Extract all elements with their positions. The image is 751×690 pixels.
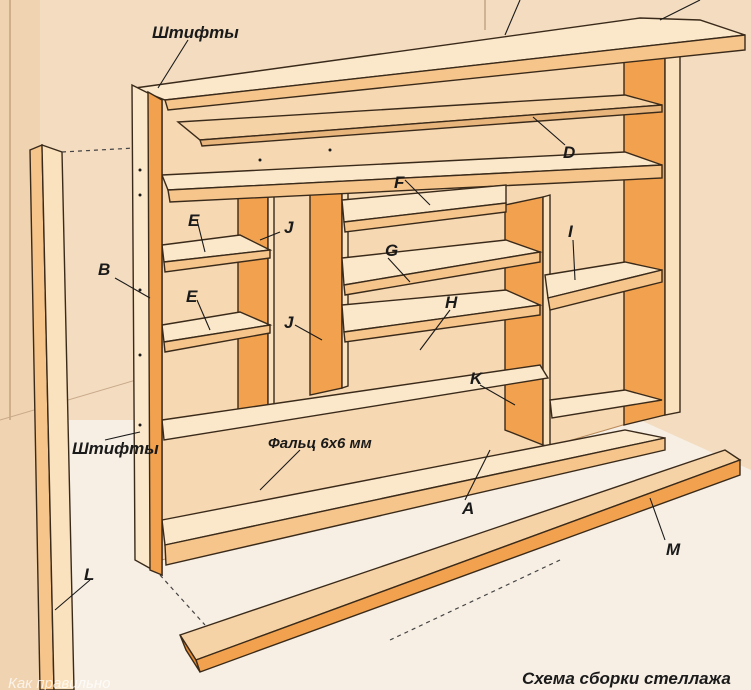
watermark: Как правильно	[8, 675, 111, 690]
diagram-caption: Схема сборки стеллажа	[522, 669, 731, 688]
plinth-board-M	[178, 449, 742, 673]
label-G: G	[385, 241, 398, 260]
label-K: K	[470, 369, 484, 388]
label-pins-side: Штифты	[72, 439, 159, 458]
pin-marks	[138, 148, 332, 427]
label-F: F	[394, 173, 405, 192]
label-B: B	[98, 260, 110, 279]
label-E-lower: E	[186, 287, 198, 306]
top-board	[132, 17, 746, 111]
placement-guides	[61, 147, 561, 641]
label-A: A	[461, 499, 474, 518]
right-upright	[623, 21, 681, 426]
label-E-upper: E	[188, 211, 200, 230]
label-I: I	[568, 222, 574, 241]
label-M: M	[666, 540, 681, 559]
label-rabbet: Фальц 6x6 мм	[268, 435, 372, 452]
shelves	[160, 94, 666, 566]
label-pins-top: Штифты	[152, 23, 239, 42]
label-J-lower: J	[284, 313, 294, 332]
labels: Штифты D F E J I G B E H J K Фальц 6x6 м…	[72, 23, 681, 584]
label-H: H	[445, 293, 458, 312]
side-board-B	[131, 83, 163, 577]
label-J-upper: J	[284, 218, 294, 237]
side-board-L	[29, 143, 75, 690]
label-L: L	[84, 565, 94, 584]
leader-lines	[54, 0, 701, 611]
label-D: D	[563, 143, 575, 162]
